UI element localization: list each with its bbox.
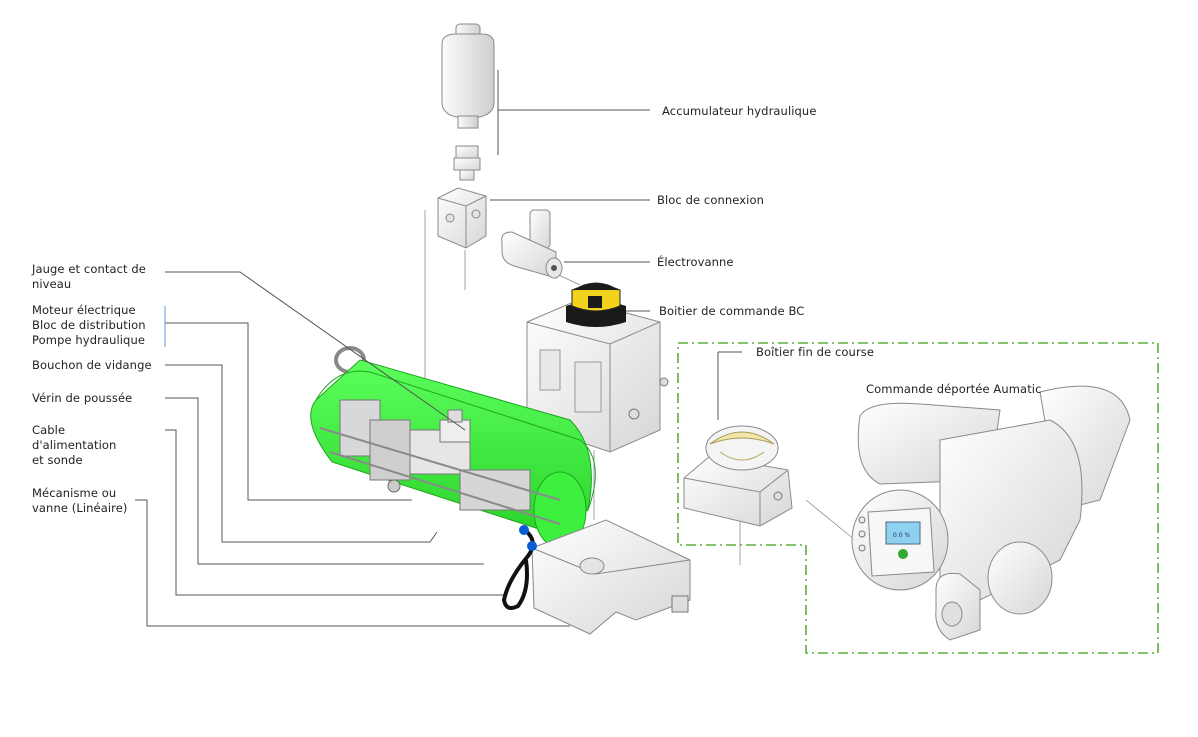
label-accumulateur: Accumulateur hydraulique [662,104,817,118]
label-cable-line3: et sonde [32,453,83,467]
label-jauge-line2: niveau [32,277,72,291]
label-verin: Vérin de poussée [32,391,133,405]
label-bloc-connexion: Bloc de connexion [657,193,764,207]
label-jauge-line1: Jauge et contact de [32,262,146,276]
aumatic-screen-value: 0.0 % [893,532,910,539]
leader-moteur [165,322,412,501]
accumulator-part [441,23,495,129]
leader-verin [165,397,484,565]
solenoid-valve-part [501,209,563,279]
assembly-guide-lines [424,210,856,565]
leader-cable [165,429,503,596]
connection-block-part [437,187,487,249]
label-bloc-distribution: Bloc de distribution [32,318,146,332]
leader-bouchon [165,364,438,543]
leader-accumulateur [497,70,650,111]
aumatic-dashed-frame [677,342,1159,654]
leader-jauge [165,271,466,431]
cable-part [501,525,537,610]
fitting-part [453,145,481,181]
label-bouchon: Bouchon de vidange [32,358,152,372]
leader-lines [135,70,742,627]
label-boitier-bc: Boitier de commande BC [659,304,805,318]
main-cylinder-part [310,346,596,549]
label-cable-line2: d'alimentation [32,438,117,452]
label-moteur: Moteur électrique [32,303,136,317]
aumatic-actuator-part: 0.0 % [851,385,1131,641]
label-mecanisme-line2: vanne (Linéaire) [32,501,128,515]
limit-switch-box-part [683,425,793,527]
leader-mecanisme [135,499,570,627]
bc-control-box-part [526,282,669,453]
label-aumatic: Commande déportée Aumatic [866,382,1042,396]
mounting-plate-part [531,519,691,635]
label-mecanisme-line1: Mécanisme ou [32,486,117,500]
label-cable-line1: Cable [32,423,66,437]
label-pompe: Pompe hydraulique [32,333,146,347]
label-fin-course: Boîtier fin de course [756,345,875,359]
label-electrovanne: Électrovanne [657,255,734,269]
